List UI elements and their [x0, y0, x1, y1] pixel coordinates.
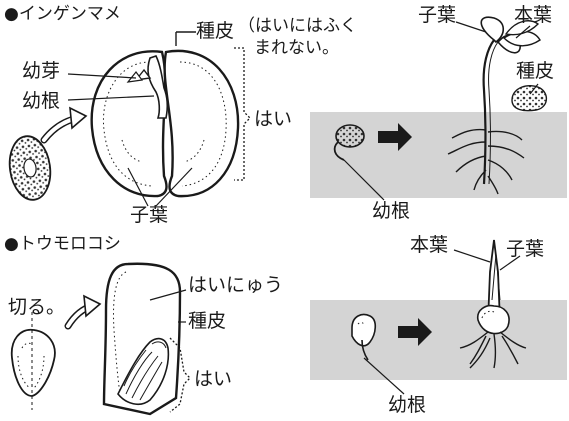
bean-grown-radicle-label: 幼根: [372, 202, 410, 221]
bean-embryo-label: はい: [254, 110, 292, 129]
corn-kernel-whole: [12, 312, 55, 410]
bean-section-title: ●インゲンマメ: [4, 6, 121, 23]
bean-grown-seed-coat-label: 種皮: [516, 62, 554, 81]
bean-cotyledon-label: 子葉: [130, 206, 168, 225]
corn-endosperm-label: はいにゅう: [188, 276, 283, 295]
bean-seed-coat-note-line2: まれない。: [254, 40, 339, 57]
corn-soil-panel: [310, 300, 567, 380]
bean-seed-coat-label: 種皮: [196, 22, 234, 41]
corn-grown-true-leaf-label: 本葉: [410, 236, 448, 255]
bean-grown-true-leaf-label: 本葉: [514, 6, 552, 25]
corn-kernel-section: [104, 264, 180, 414]
bean-seed-split: [92, 51, 238, 196]
bean-seed-coat-note-line1: （はいにはふく: [238, 18, 357, 35]
corn-cut-label: 切る。: [8, 298, 65, 317]
bean-plumule-label: 幼芽: [22, 62, 60, 81]
bean-radicle-label: 幼根: [22, 92, 60, 111]
corn-embryo-label: はい: [194, 370, 232, 389]
bean-dropped-seed-coat: [512, 86, 546, 111]
bean-grown-cotyledon-label: 子葉: [418, 6, 456, 25]
corn-grown-cotyledon-label: 子葉: [506, 240, 544, 259]
corn-grown-radicle-label: 幼根: [388, 396, 426, 415]
corn-section-title: ●トウモロコシ: [4, 236, 121, 253]
corn-seed-coat-label: 種皮: [188, 312, 226, 331]
bean-seed-whole: [6, 134, 55, 203]
